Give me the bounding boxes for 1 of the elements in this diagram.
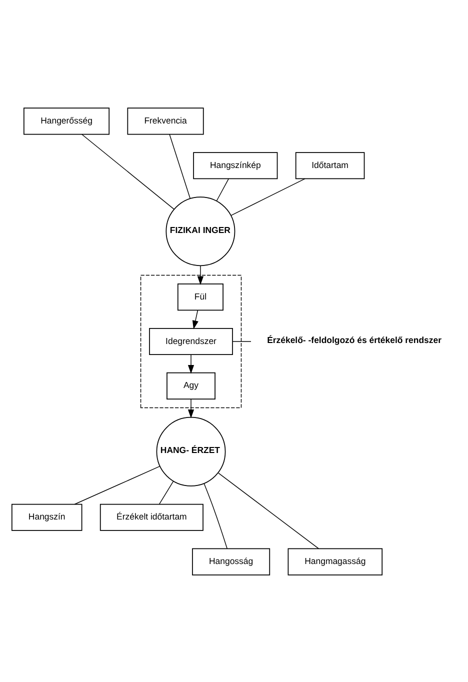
node-text: Érzékelő- -feldolgozó és értékelő rendszer [266,334,442,345]
